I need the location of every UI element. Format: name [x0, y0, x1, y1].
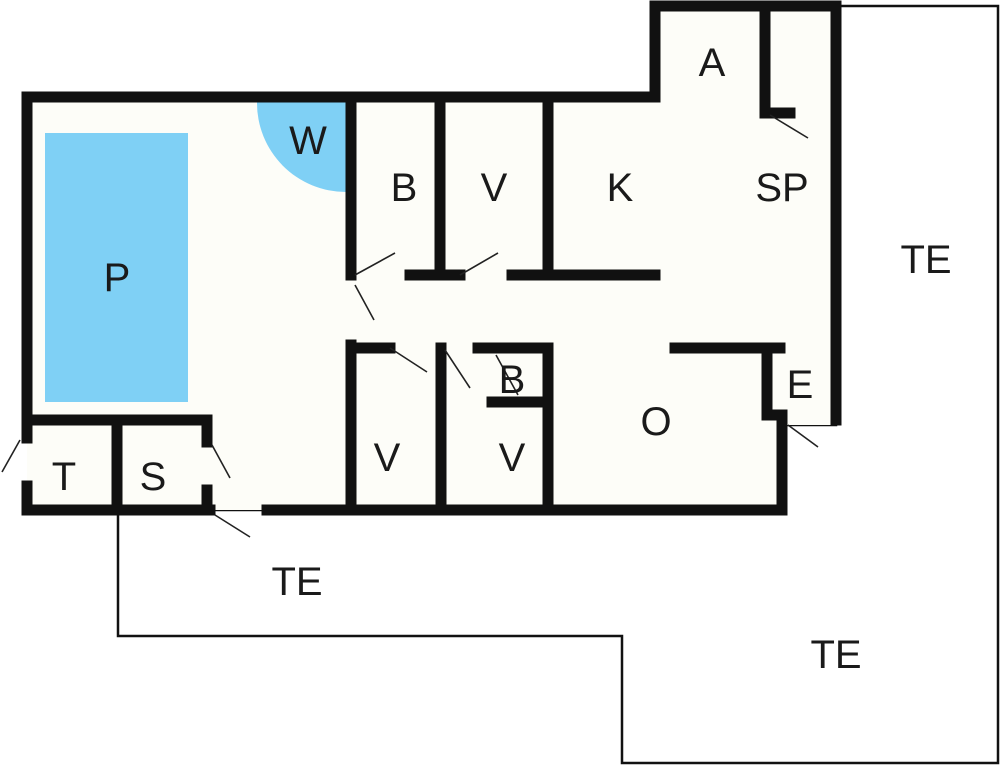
walls: [21, 0, 842, 516]
room-label-bath-small: B: [499, 358, 526, 402]
room-label-bath-top: B: [391, 166, 418, 210]
room-label-hall: E: [787, 363, 814, 407]
room-label-bedroom-top: V: [481, 166, 508, 210]
building-floor: [27, 11, 836, 510]
room-label-terrace-bottom: TE: [271, 560, 322, 604]
room-label-terrace-right: TE: [900, 238, 951, 282]
room-label-pool: P: [104, 256, 131, 300]
pool: [45, 133, 188, 402]
room-label-entrance: A: [699, 41, 726, 85]
door-swings: [1, 114, 819, 538]
room-label-bedroom-br: V: [499, 436, 526, 480]
room-label-sauna: S: [140, 455, 167, 499]
room-label-bedroom-bl: V: [374, 436, 401, 480]
room-label-living: O: [640, 400, 671, 444]
wellness-area: [256, 102, 346, 193]
room-label-wellness: W: [289, 119, 327, 163]
room-label-terrace-bottom-right: TE: [810, 633, 861, 677]
room-label-pantry: SP: [755, 166, 808, 210]
room-label-kitchen: K: [607, 166, 634, 210]
room-label-toilet: T: [52, 455, 76, 499]
